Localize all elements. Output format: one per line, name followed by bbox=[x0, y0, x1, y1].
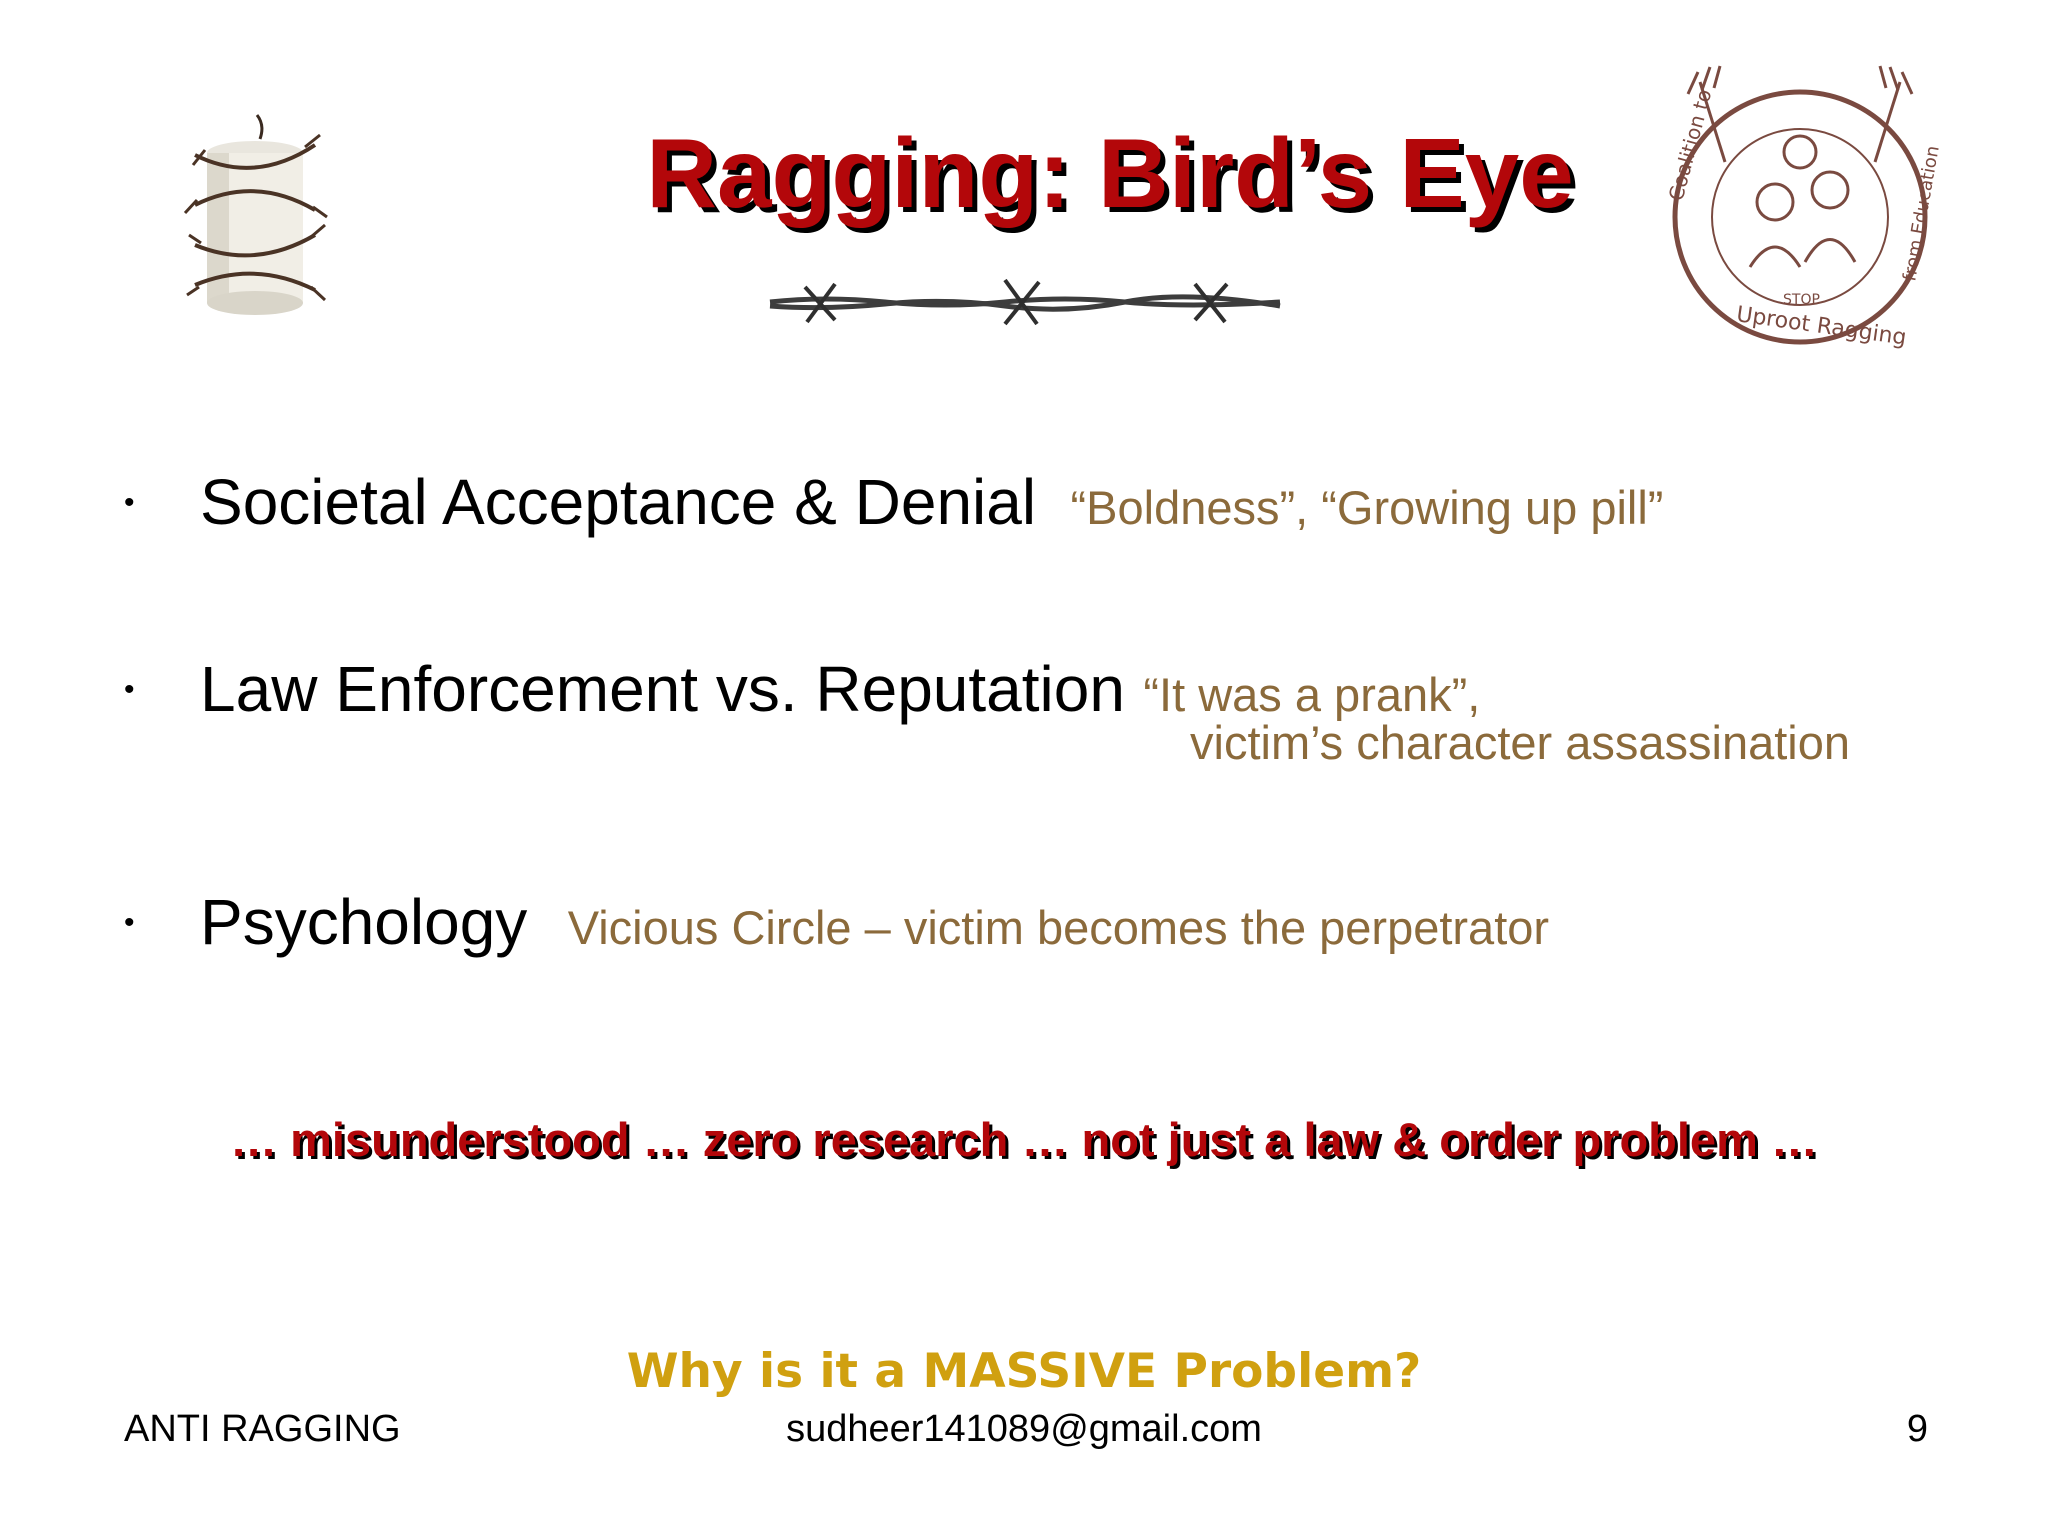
callout-text: … misunderstood … zero research … not ju… bbox=[230, 1113, 1818, 1166]
bullet-1: • bbox=[124, 486, 135, 519]
stop-ragging-logo: Coalition to Uproot Ragging from Educati… bbox=[1664, 65, 1944, 351]
logo-ring-left: Coalition to bbox=[1664, 87, 1717, 204]
bullet-2: • bbox=[124, 673, 135, 706]
point-2-main: Law Enforcement vs. Reputation bbox=[200, 653, 1125, 725]
point-2-note-line2: victim’s character assassination bbox=[1190, 716, 1850, 769]
point-3-note: Vicious Circle – victim becomes the perp… bbox=[567, 901, 1550, 954]
question-text: Why is it a MASSIVE Problem? bbox=[626, 1344, 1422, 1399]
point-law-enforcement: Law Enforcement vs. Reputation “It was a… bbox=[200, 652, 1480, 726]
barbed-wire-divider bbox=[769, 278, 1281, 326]
point-2-note: “It was a prank”, bbox=[1143, 668, 1481, 721]
footer-email: sudheer141089@gmail.com bbox=[786, 1408, 1262, 1450]
point-1-main: Societal Acceptance & Denial bbox=[200, 466, 1037, 538]
footer-left: ANTI RAGGING bbox=[124, 1408, 401, 1450]
slide-number: 9 bbox=[1906, 1408, 1928, 1450]
slide-title: Ragging: Bird’s Eye bbox=[646, 118, 1574, 228]
bullet-3: • bbox=[124, 906, 135, 939]
logo-ring-right: from Education bbox=[1899, 144, 1944, 283]
point-psychology: Psychology Vicious Circle – victim becom… bbox=[200, 885, 1549, 959]
point-societal-acceptance: Societal Acceptance & Denial “Boldness”,… bbox=[200, 465, 1663, 539]
point-1-note: “Boldness”, “Growing up pill” bbox=[1070, 481, 1664, 534]
barbed-wire-candle-icon bbox=[183, 114, 328, 315]
logo-stop-badge: STOP bbox=[1783, 292, 1820, 308]
point-3-main: Psychology bbox=[200, 886, 528, 958]
